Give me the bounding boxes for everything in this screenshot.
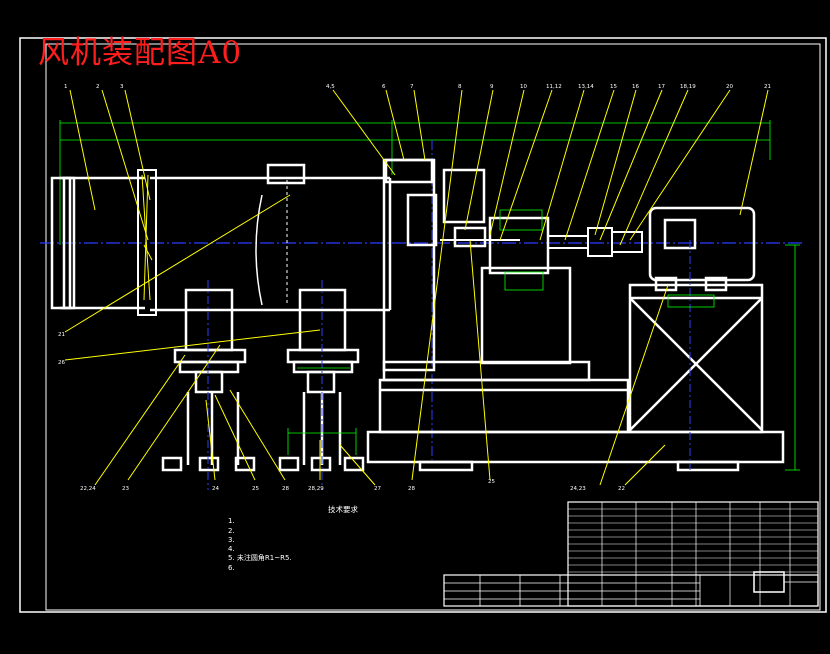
svg-text:2: 2 <box>96 84 100 90</box>
center-column <box>382 158 438 372</box>
right-dimensions <box>785 244 800 471</box>
motor-dim <box>667 294 715 308</box>
base-frame <box>366 360 785 472</box>
svg-text:26: 26 <box>58 360 65 366</box>
motor <box>648 206 756 292</box>
svg-text:4,5: 4,5 <box>326 84 335 90</box>
motor-stand <box>628 283 764 434</box>
note-line: 2. <box>228 526 235 535</box>
svg-text:11,12: 11,12 <box>546 84 562 90</box>
note-line: 1. <box>228 517 235 526</box>
svg-text:24: 24 <box>212 486 219 492</box>
inlet-flange <box>137 169 157 316</box>
note-line: 4. <box>228 545 235 554</box>
svg-text:1: 1 <box>64 84 68 90</box>
note-line: 5. 未注圆角R1~R5. <box>228 554 292 563</box>
top-dimensions <box>59 120 771 245</box>
svg-text:8: 8 <box>458 84 462 90</box>
svg-text:16: 16 <box>632 84 639 90</box>
svg-text:3: 3 <box>120 84 124 90</box>
svg-text:21: 21 <box>58 332 65 338</box>
svg-text:24,23: 24,23 <box>570 486 586 492</box>
drawing-title: 风机装配图A0 <box>38 35 243 71</box>
outer-frame <box>19 37 827 613</box>
svg-text:22,24: 22,24 <box>80 486 96 492</box>
svg-text:9: 9 <box>490 84 494 90</box>
bearing-dim <box>499 209 543 231</box>
support-dims <box>287 367 357 455</box>
svg-text:25: 25 <box>488 479 495 485</box>
inlet-duct <box>50 176 145 310</box>
svg-text:6: 6 <box>382 84 386 90</box>
note-line: 3. <box>228 535 235 544</box>
svg-text:13,14: 13,14 <box>578 84 594 90</box>
title-block <box>443 571 819 607</box>
parts-list-rows <box>568 508 818 573</box>
housing-curve <box>255 194 263 306</box>
technical-notes: 技术要求 1. 2. 3. 4. 5. 未注圆角R1~R5. 6. <box>228 505 438 573</box>
leader-lines <box>64 89 769 486</box>
svg-text:28: 28 <box>282 486 289 492</box>
svg-text:27: 27 <box>374 486 381 492</box>
svg-text:28,29: 28,29 <box>308 486 324 492</box>
svg-text:18,19: 18,19 <box>680 84 696 90</box>
main-housing <box>150 163 392 312</box>
svg-text:17: 17 <box>658 84 665 90</box>
svg-text:20: 20 <box>726 84 733 90</box>
svg-text:22: 22 <box>618 486 625 492</box>
svg-text:15: 15 <box>610 84 617 90</box>
svg-text:23: 23 <box>122 486 129 492</box>
note-line: 6. <box>228 563 235 572</box>
bearing-pedestal <box>442 168 572 365</box>
inner-frame <box>45 43 821 611</box>
svg-text:10: 10 <box>520 84 527 90</box>
svg-text:21: 21 <box>764 84 771 90</box>
svg-text:7: 7 <box>410 84 414 90</box>
shaft-coupling <box>547 227 643 257</box>
svg-text:25: 25 <box>252 486 259 492</box>
pedestal-dim <box>504 271 544 291</box>
parts-list <box>567 501 819 607</box>
svg-text:28: 28 <box>408 486 415 492</box>
notes-heading: 技术要求 <box>328 505 358 514</box>
